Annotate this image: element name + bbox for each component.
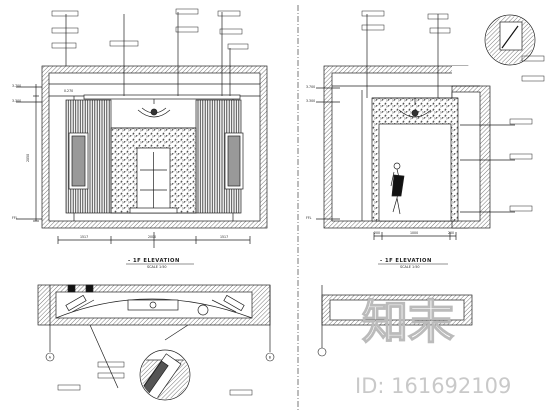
left-level-2: 3.300 — [12, 99, 21, 103]
right-dim-3: 200 — [448, 231, 454, 235]
right-dim-2: 1000 — [410, 231, 418, 235]
left-dim-1: 1517 — [80, 235, 88, 239]
left-top-dim: 0.270 — [64, 89, 73, 93]
right-detail-bubble — [484, 14, 536, 66]
left-elevation-scale: SCALE 1:50 — [147, 265, 167, 269]
right-plan — [321, 285, 473, 352]
right-dim-1: 200 — [374, 231, 380, 235]
left-dim-3: 1517 — [220, 235, 228, 239]
section-marker-right — [317, 347, 327, 357]
right-level-1: 3.700 — [306, 85, 315, 89]
right-level-2: 3.300 — [306, 99, 315, 103]
svg-text:B: B — [269, 355, 271, 359]
right-chandelier — [398, 98, 432, 118]
left-dim-2: 2000 — [148, 235, 156, 239]
left-plan — [37, 284, 271, 389]
watermark-id: ID: 161692109 — [355, 374, 511, 398]
svg-text:A: A — [49, 355, 52, 359]
left-vertical-dim: 2050 — [26, 154, 30, 162]
left-elevation — [16, 12, 268, 248]
right-callout-tags — [361, 10, 545, 212]
chandelier — [137, 96, 171, 118]
right-elevation-scale: SCALE 1:50 — [400, 265, 420, 269]
right-elevation — [316, 14, 515, 240]
left-elevation-title: - 1F ELEVATION — [128, 258, 180, 264]
section-marker-b: B — [265, 352, 275, 362]
right-level-3: FFL — [306, 216, 312, 220]
watermark-logo: 知末 — [362, 295, 454, 349]
left-level-3: FFL — [12, 216, 18, 220]
left-detail-bubble — [139, 349, 191, 401]
right-elevation-title: - 1F ELEVATION — [380, 258, 432, 264]
left-plan-tags — [57, 361, 253, 396]
left-callout-tags — [51, 8, 249, 50]
left-level-1: 3.700 — [12, 84, 21, 88]
section-marker-a: A — [45, 352, 55, 362]
human-figure — [390, 162, 405, 215]
